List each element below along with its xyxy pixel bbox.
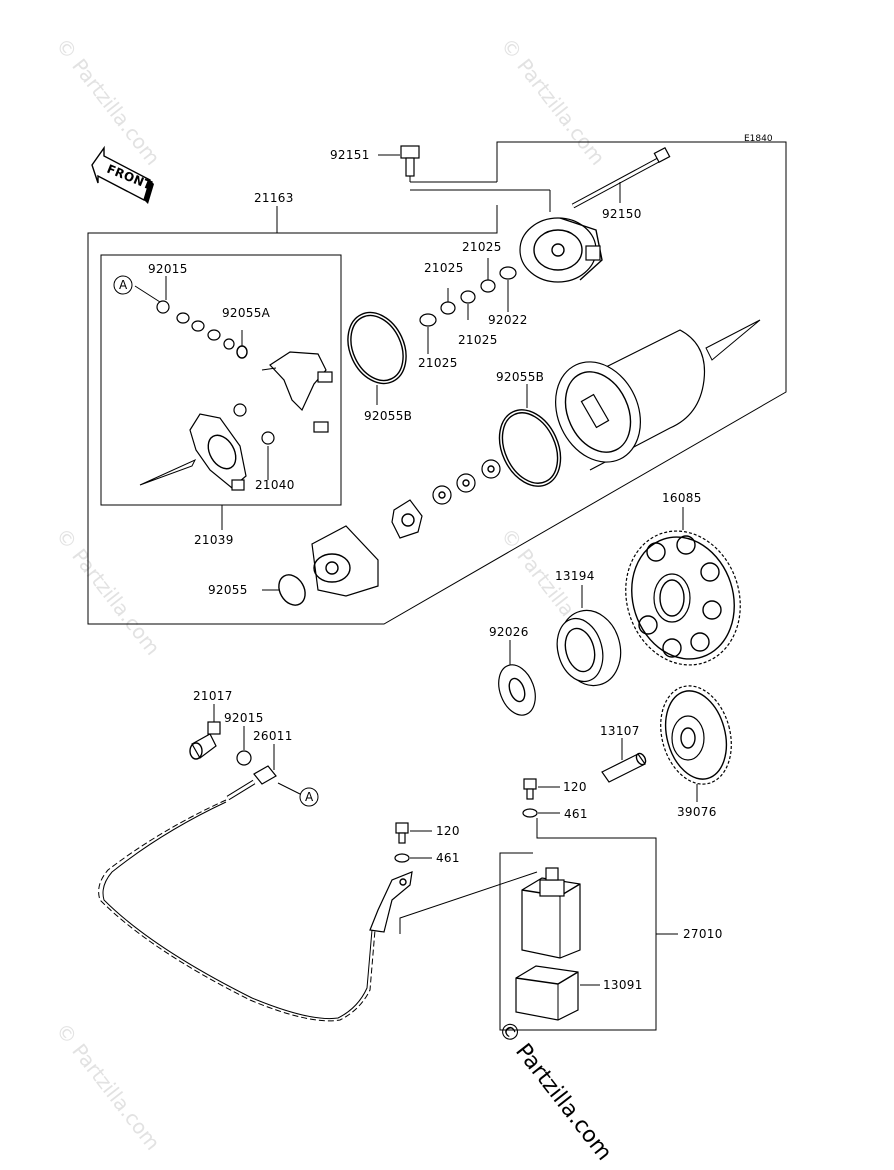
- label-21025-a: 21025: [462, 240, 502, 254]
- washer-461-right: [522, 808, 560, 818]
- label-92055B-left: 92055B: [364, 409, 412, 423]
- label-92150: 92150: [602, 207, 642, 221]
- label-21039: 21039: [194, 533, 234, 547]
- label-92015-top: 92015: [148, 262, 188, 276]
- label-13091: 13091: [603, 978, 643, 992]
- label-92055A: 92055A: [222, 306, 271, 320]
- label-92055B-right: 92055B: [496, 370, 544, 384]
- label-26011: 26011: [253, 729, 293, 743]
- oring-92055B-left: [347, 311, 407, 405]
- label-92022: 92022: [488, 313, 528, 327]
- label-461-left: 461: [436, 851, 460, 865]
- label-39076: 39076: [677, 805, 717, 819]
- shaft-13107: [601, 738, 647, 783]
- washer-stack-top: [419, 258, 517, 354]
- rear-cover: [519, 217, 603, 283]
- starter-cable: [98, 704, 413, 1022]
- relay-cover-13091: [515, 965, 600, 1021]
- callout-a-top-label: A: [119, 278, 128, 292]
- label-92026: 92026: [489, 625, 529, 639]
- label-120-left: 120: [436, 824, 460, 838]
- watermark-bottom-left: © Partzilla.com: [51, 1018, 165, 1154]
- gear-16085: [625, 507, 741, 666]
- callout-a-top: A: [113, 275, 133, 295]
- watermark-top-left: © Partzilla.com: [51, 33, 165, 169]
- label-92015-bottom: 92015: [224, 711, 264, 725]
- label-21163: 21163: [254, 191, 294, 205]
- watermark-top-center: © Partzilla.com: [496, 33, 610, 169]
- callout-a-bottom: A: [277, 782, 319, 807]
- watermark-mid-left: © Partzilla.com: [51, 523, 165, 659]
- label-461-right: 461: [564, 807, 588, 821]
- label-13194: 13194: [555, 569, 595, 583]
- watermark-main: © Partzilla.com: [492, 1016, 616, 1165]
- label-21025-b: 21025: [424, 261, 464, 275]
- label-92055: 92055: [208, 583, 248, 597]
- clutch-13194: [556, 585, 622, 687]
- bracket-plate: [391, 499, 423, 539]
- bolt-92151: [378, 145, 420, 177]
- oring-92055: [262, 574, 306, 606]
- callout-a-bottom-label: A: [305, 790, 314, 804]
- part-labels: 92151 92150 21163 92015 92055A 21025 210…: [148, 148, 723, 992]
- label-27010: 27010: [683, 927, 723, 941]
- label-120-right: 120: [563, 780, 587, 794]
- label-21025-c: 21025: [458, 333, 498, 347]
- front-cover: [311, 525, 379, 597]
- label-21040: 21040: [255, 478, 295, 492]
- washer-461-left: [394, 853, 432, 863]
- bolt-120-left: [395, 822, 432, 844]
- assembly-outline-21163: [87, 141, 787, 625]
- label-92151: 92151: [330, 148, 370, 162]
- brush-holder-box: [100, 254, 342, 530]
- gear-39076: [660, 685, 732, 802]
- washer-stack-lower: [432, 459, 501, 505]
- oring-92055B-right: [498, 384, 562, 487]
- label-13107: 13107: [600, 724, 640, 738]
- brush-holder-parts: [134, 285, 333, 491]
- diagram-code: E1840: [744, 134, 773, 144]
- washer-92026: [498, 640, 536, 716]
- bolt-120-right: [523, 778, 560, 800]
- label-21025-d: 21025: [418, 356, 458, 370]
- label-21017: 21017: [193, 689, 233, 703]
- long-bolt-92150: [571, 146, 671, 209]
- relay-assembly-27010: [399, 818, 678, 1031]
- starter-motor-yoke: [555, 319, 761, 471]
- label-16085: 16085: [662, 491, 702, 505]
